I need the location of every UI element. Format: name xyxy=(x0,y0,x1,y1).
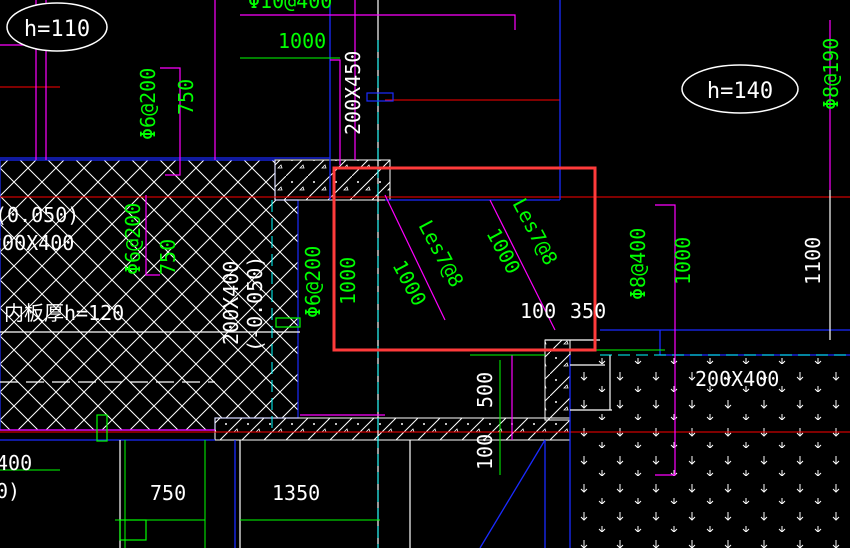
label-left-bottom-paren: 0) xyxy=(0,479,20,503)
label-left-beam: 200X400 xyxy=(0,231,74,255)
label-rebar-8-190: Φ8@190 xyxy=(819,38,843,110)
label-left-elev: (0.050) xyxy=(0,203,79,227)
dim-marker-bottom xyxy=(119,519,147,541)
label-100: 100 xyxy=(520,299,556,323)
label-1000-right: 1000 xyxy=(671,237,695,285)
slab-thickness-bubble-left xyxy=(6,2,108,52)
label-500: 500 xyxy=(473,372,497,408)
slab-thickness-bubble-right xyxy=(681,64,799,114)
hatch-soil-right xyxy=(570,355,850,548)
label-200x400-vertical: 200X400 xyxy=(219,261,243,345)
highlight-box[interactable] xyxy=(332,166,597,352)
label-100-vertical: 100 xyxy=(473,434,497,470)
beam-marker xyxy=(366,92,394,102)
label-1000-diag-left: 1000 xyxy=(388,256,432,310)
label-h140: h=140 xyxy=(707,79,773,104)
axis-lines-red xyxy=(0,86,850,433)
dim-marker-left xyxy=(96,414,108,442)
label-1350: 1350 xyxy=(272,481,320,505)
label-350: 350 xyxy=(570,299,606,323)
label-h110: h=110 xyxy=(24,17,90,42)
dimension-lines-green xyxy=(0,57,665,548)
label-750-mid: 750 xyxy=(156,239,180,275)
label-1000-diag-right: 1000 xyxy=(482,224,526,278)
label-750-bottom: 750 xyxy=(150,481,186,505)
label-elev-vertical: (-0.050) xyxy=(243,256,267,352)
label-1100: 1100 xyxy=(801,237,825,285)
centre-lines-cyan xyxy=(271,40,850,548)
dim-marker xyxy=(275,317,301,328)
label-1000-vertical: 1000 xyxy=(336,257,360,305)
label-750-upper: 750 xyxy=(174,79,198,115)
label-rebar-6-200-upper: Φ6@200 xyxy=(136,68,160,140)
label-slab-thickness: 内板厚h=120 xyxy=(4,301,124,325)
label-left-bottom-400: 400 xyxy=(0,451,32,475)
label-rebar-6-200-vertical: Φ6@200 xyxy=(301,246,325,318)
label-rebar-6-200-mid: Φ6@200 xyxy=(121,203,145,275)
label-200x400-right: 200X400 xyxy=(695,367,779,391)
label-top-partial: Φ10@400 xyxy=(248,0,332,13)
label-1000-top: 1000 xyxy=(278,29,326,53)
label-rebar-8-400: Φ8@400 xyxy=(626,228,650,300)
label-200x450: 200X450 xyxy=(341,51,365,135)
